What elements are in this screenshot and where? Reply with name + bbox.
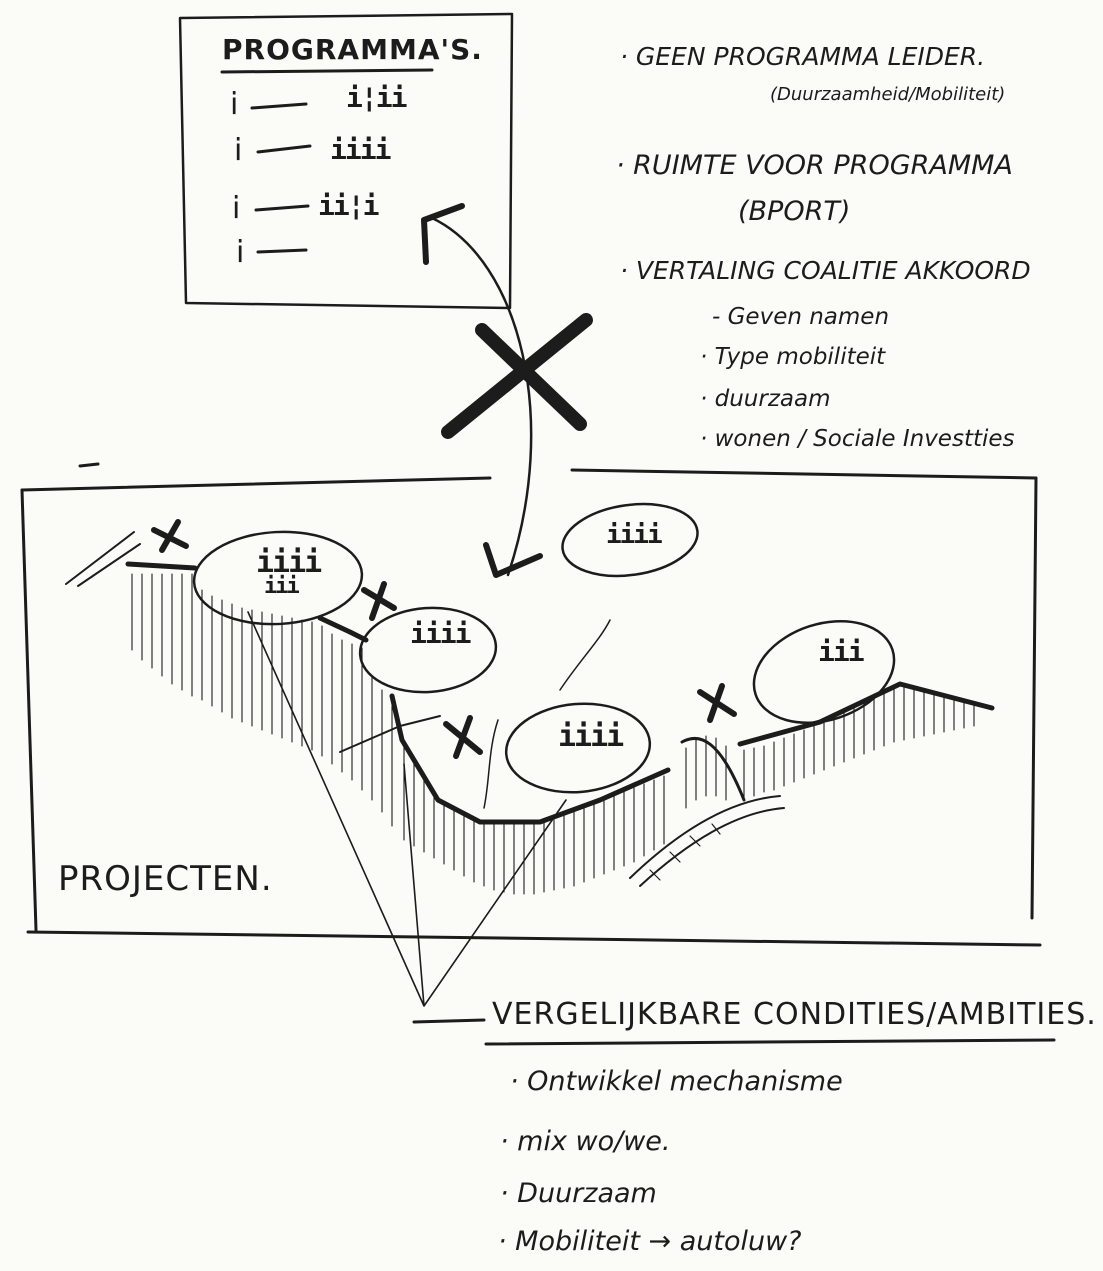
sketch-line <box>483 719 499 809</box>
row-dash <box>254 204 310 212</box>
project-ellipse <box>561 502 699 578</box>
arrowhead-down-icon <box>483 542 543 578</box>
project-people-cluster: iiii <box>606 520 663 550</box>
project-people-cluster: iii <box>264 574 300 599</box>
programmas-title: PROGRAMMA'S. <box>222 33 483 66</box>
row-dash <box>256 144 312 154</box>
programma-row-people: iiii <box>330 133 391 166</box>
conditions-underline <box>484 1038 1056 1046</box>
note-subitem: · Type mobiliteit <box>700 344 886 370</box>
condition-item: · Mobiliteit → autoluw? <box>498 1226 802 1257</box>
row-dash <box>256 248 308 254</box>
note-geen-programmaleider: · GEEN PROGRAMMA LEIDER. <box>620 42 986 71</box>
ridge-edge <box>339 715 441 753</box>
cross-icon <box>441 313 593 439</box>
projecten-box-bottom <box>26 930 1042 947</box>
condition-item: · mix wo/we. <box>500 1126 671 1157</box>
programma-row-marker: i <box>232 191 241 226</box>
project-ellipse <box>358 606 498 694</box>
project-ellipse <box>752 619 896 725</box>
project-people-cluster: iiii <box>256 545 322 580</box>
cross-icon <box>151 519 189 553</box>
projecten-box-top <box>20 468 1038 492</box>
note-ruimte-voor-programma-sub: (BPORT) <box>738 196 851 227</box>
programma-row-marker: i <box>234 133 243 168</box>
landscape-ridge <box>125 561 995 825</box>
programmas-title-underline <box>220 68 434 74</box>
cross-icon <box>443 715 483 759</box>
arrowhead-up-icon <box>421 203 465 265</box>
landscape-hatching <box>131 573 975 895</box>
sketch-line <box>559 619 611 691</box>
cross-icon <box>697 683 737 723</box>
project-people-cluster: iiii <box>410 617 471 650</box>
box-tick <box>78 462 100 468</box>
project-ellipse <box>504 702 652 794</box>
programma-row-marker: i <box>230 87 239 122</box>
road-hatch <box>649 823 721 881</box>
link-arrow-curve <box>430 216 533 577</box>
conditions-connector <box>412 1018 486 1024</box>
projecten-label: PROJECTEN. <box>58 859 273 899</box>
condition-item: · Duurzaam <box>500 1178 657 1209</box>
ridge-edge <box>65 531 141 587</box>
cross-icon <box>475 323 587 431</box>
programma-row-people: ii¦i <box>318 189 379 222</box>
condition-item: · Ontwikkel mechanisme <box>510 1066 843 1097</box>
note-geen-programmaleider-sub: (Duurzaamheid/Mobiliteit) <box>770 84 1006 105</box>
project-people-cluster: iii <box>818 635 865 668</box>
note-ruimte-voor-programma: · RUIMTE VOOR PROGRAMMA <box>616 150 1013 181</box>
cross-icon <box>361 581 397 621</box>
converging-lines <box>247 611 567 1007</box>
note-subitem: · wonen / Sociale Investties <box>700 426 1015 452</box>
bridge-arc <box>680 737 746 802</box>
row-dash <box>250 102 308 110</box>
road-curve <box>629 795 785 887</box>
project-ellipse <box>192 530 364 626</box>
note-subitem: · duurzaam <box>700 386 831 412</box>
projecten-box-sides <box>20 476 1038 932</box>
project-people-cluster: iiii <box>558 719 624 754</box>
note-vertaling-coalitieakkoord: · VERTALING COALITIE AKKOORD <box>620 256 1031 285</box>
programma-row-people: i¦ii <box>346 81 407 114</box>
conditions-heading: VERGELIJKBARE CONDITIES/AMBITIES. <box>492 997 1097 1032</box>
note-subitem: - Geven namen <box>712 304 890 330</box>
programmas-box-frame <box>178 12 514 310</box>
programma-row-marker: i <box>236 235 245 270</box>
